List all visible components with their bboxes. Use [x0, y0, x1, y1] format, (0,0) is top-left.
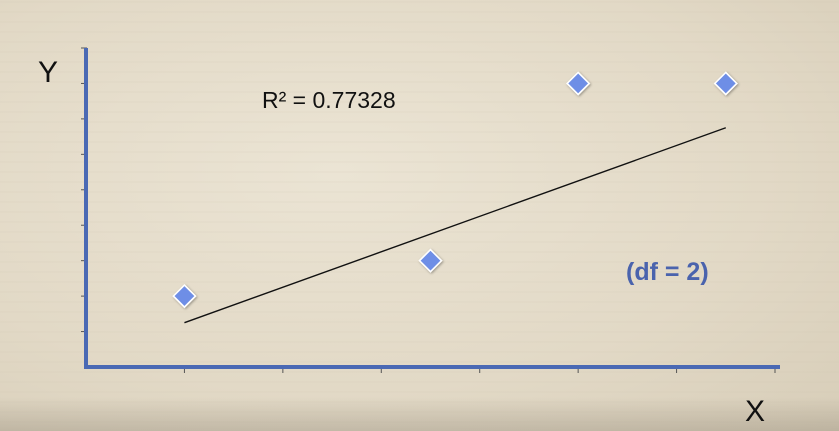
data-point [566, 71, 591, 96]
bottom-shadow-band [0, 397, 839, 431]
data-point [418, 248, 443, 273]
trendline [184, 127, 727, 324]
data-point [172, 283, 197, 309]
r-squared-annotation: R² = 0.77328 [262, 87, 396, 113]
x-axis-label: X [745, 395, 765, 428]
axis-ticks [81, 47, 776, 373]
data-point [713, 71, 738, 96]
data-points [172, 71, 738, 309]
y-axis-label: Y [38, 56, 58, 89]
df-annotation: (df = 2) [626, 258, 709, 286]
